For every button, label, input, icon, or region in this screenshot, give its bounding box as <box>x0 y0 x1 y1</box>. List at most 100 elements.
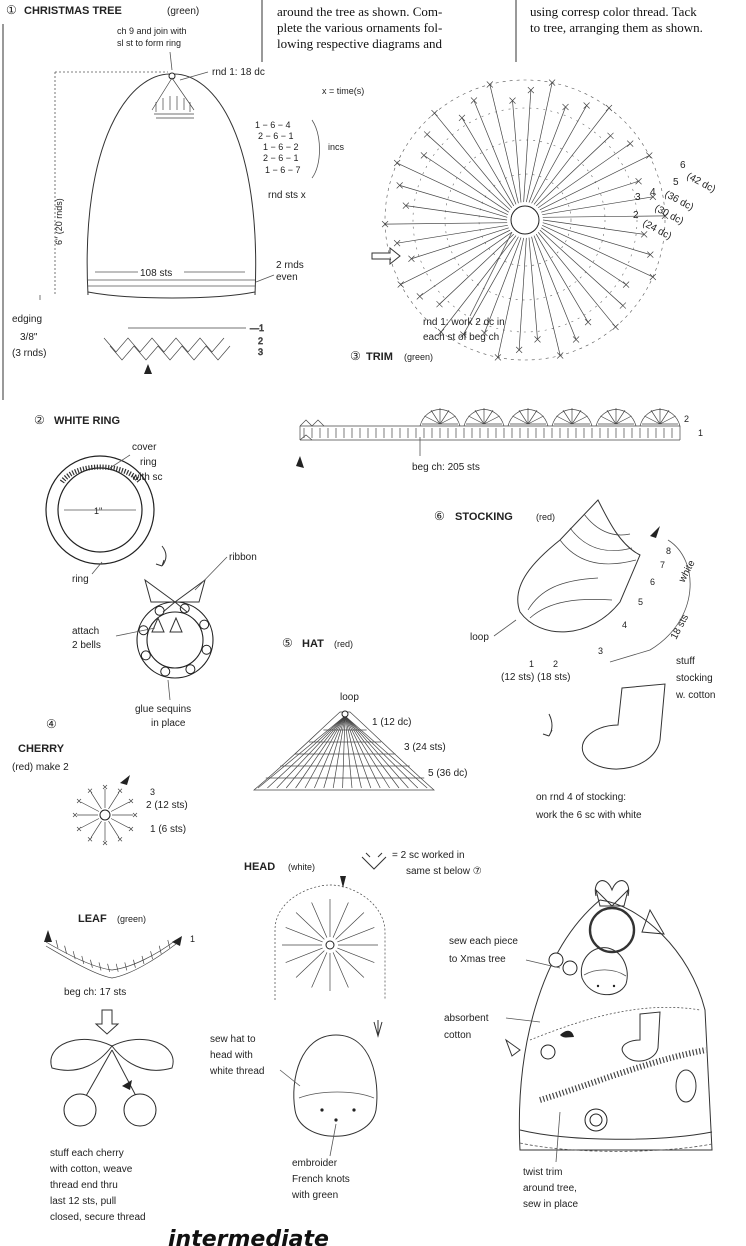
svg-text:twist trim: twist trim <box>523 1167 562 1178</box>
down-arrow-icon-2 <box>94 1009 120 1035</box>
increase-table: 1 − 6 − 4 2 − 6 − 1 1 − 6 − 2 2 − 6 − 1 … <box>255 119 345 201</box>
svg-text:2 − 6 − 1: 2 − 6 − 1 <box>263 153 299 163</box>
instructions-line-3: lowing respective diagrams and <box>277 36 442 51</box>
svg-text:4: 4 <box>622 620 627 630</box>
svg-text:8: 8 <box>666 546 671 556</box>
even-rnds-1: 2 rnds <box>276 260 304 271</box>
svg-text:1 − 6 − 4: 1 − 6 − 4 <box>255 120 291 130</box>
trim-begch-label: beg ch: 205 sts <box>412 462 480 473</box>
hat-title: HAT <box>302 638 324 650</box>
christmas-tree-color: (green) <box>167 6 199 17</box>
edging-label-3: (3 rnds) <box>12 348 46 359</box>
svg-text:3 (24 sts): 3 (24 sts) <box>404 742 446 753</box>
hat-loop-label: loop <box>340 692 359 703</box>
leaf-begch-label: beg ch: 17 sts <box>64 987 126 998</box>
svg-text:cover: cover <box>132 442 157 453</box>
rnd1-label: rnd 1: 18 dc <box>212 67 265 78</box>
svg-text:absorbent: absorbent <box>444 1013 489 1024</box>
svg-text:2: 2 <box>258 336 263 346</box>
white-ring-section: ② WHITE RING 1" cover ring with sc ring … <box>34 413 257 729</box>
round-4-label: 4 <box>650 187 656 198</box>
svg-text:in place: in place <box>151 718 186 729</box>
white-label: white <box>676 558 697 585</box>
svg-text:(red): (red) <box>334 639 353 649</box>
section-number-1: ① <box>6 3 17 17</box>
svg-text:(red): (red) <box>536 512 555 522</box>
svg-text:—1: —1 <box>250 323 264 333</box>
bells-icon <box>151 616 183 633</box>
svg-text:white thread: white thread <box>209 1066 264 1077</box>
svg-text:same st below ⑦: same st below ⑦ <box>406 866 482 877</box>
svg-text:2: 2 <box>553 659 558 669</box>
svg-text:w. cotton: w. cotton <box>675 690 715 701</box>
svg-text:2 (12 sts): 2 (12 sts) <box>146 800 188 811</box>
svg-text:1 − 6 − 2: 1 − 6 − 2 <box>263 142 299 152</box>
height-label: 6" (20 rnds) <box>54 198 64 245</box>
svg-text:sew hat to: sew hat to <box>210 1034 256 1045</box>
svg-text:sew each piece: sew each piece <box>449 936 518 947</box>
svg-text:5: 5 <box>638 597 643 607</box>
svg-text:thread end thru: thread end thru <box>50 1180 118 1191</box>
svg-text:on rnd 4 of stocking:: on rnd 4 of stocking: <box>536 792 626 803</box>
stocking-arrow-icon <box>650 526 660 538</box>
down-arrow-icon <box>373 1020 383 1038</box>
svg-text:embroider: embroider <box>292 1158 338 1169</box>
head-shape-icon <box>293 1034 378 1137</box>
stuffed-stocking-icon <box>581 683 666 770</box>
svg-text:2 − 6 − 1: 2 − 6 − 1 <box>258 131 294 141</box>
svg-text:3: 3 <box>150 787 155 797</box>
svg-text:2 bells: 2 bells <box>72 640 101 651</box>
times-legend: x = time(s) <box>322 86 364 96</box>
svg-text:7: 7 <box>660 560 665 570</box>
stocking-title: STOCKING <box>455 511 513 523</box>
svg-text:6: 6 <box>650 577 655 587</box>
white-ring-title: WHITE RING <box>54 415 120 427</box>
round-6-label: 6 <box>680 160 686 171</box>
stocking-18sts-label: 18 sts <box>669 613 691 642</box>
header: ① CHRISTMAS TREE (green) around the tree… <box>6 0 703 62</box>
circle-rnd1-label-2: each st of beg ch <box>423 332 499 343</box>
leaf-title: LEAF <box>78 913 107 925</box>
instructions-line-2: plete the various ornaments fol- <box>277 20 442 35</box>
svg-text:(white): (white) <box>288 862 315 872</box>
svg-text:1 − 6 − 7: 1 − 6 − 7 <box>265 165 301 175</box>
head-arrow-icon <box>340 876 346 888</box>
curved-arrow-icon-2 <box>542 713 553 737</box>
svg-text:French knots: French knots <box>292 1174 350 1185</box>
start-arrow-icon <box>296 456 304 468</box>
cherry-left-icon <box>63 1093 97 1127</box>
even-rnds-2: even <box>276 272 298 283</box>
edging-label-1: edging <box>12 314 42 325</box>
svg-text:(red) make 2: (red) make 2 <box>12 762 69 773</box>
ch9-label-2: sl st to form ring <box>117 38 181 48</box>
ring-label: ring <box>72 574 89 585</box>
hat-section: ⑤ HAT (red) loop 1 (12 dc) 3 (24 sts) 5 … <box>253 636 467 791</box>
head-title: HEAD <box>244 861 275 873</box>
svg-text:attach: attach <box>72 626 99 637</box>
svg-text:cotton: cotton <box>444 1030 471 1041</box>
circle-rounds-chart: 6 5 4 3 2 (42 dc) (36 dc) (30 dc) (24 dc… <box>381 79 717 361</box>
svg-text:3: 3 <box>258 347 263 357</box>
svg-text:incs: incs <box>328 142 345 152</box>
svg-text:closed, secure thread: closed, secure thread <box>50 1212 146 1223</box>
svg-text:④: ④ <box>46 717 57 731</box>
round-5-label: 5 <box>673 177 679 188</box>
ribbon-bow-icon <box>144 578 206 603</box>
svg-text:with cotton, weave: with cotton, weave <box>49 1164 133 1175</box>
stocking-section: ⑥ STOCKING (red) 8 7 6 5 4 3 white 18 st… <box>434 499 715 821</box>
count-24-label: (24 dc) <box>641 218 674 242</box>
svg-text:③: ③ <box>350 349 361 363</box>
edging-label-2: 3/8" <box>20 332 38 343</box>
instructions-line-4: using corresp color thread. Tack <box>530 4 697 19</box>
svg-text:with sc: with sc <box>131 472 163 483</box>
rnd-sts-x-label: rnd sts x <box>268 190 306 201</box>
svg-text:1: 1 <box>698 428 703 438</box>
svg-text:5 (36 dc): 5 (36 dc) <box>428 768 467 779</box>
svg-text:with green: with green <box>291 1190 338 1201</box>
christmas-tree-title: CHRISTMAS TREE <box>24 5 122 17</box>
trim-section: ③ TRIM (green) 2 1 beg ch: 205 sts <box>296 349 703 473</box>
svg-text:②: ② <box>34 413 45 427</box>
svg-text:= 2 sc worked in: = 2 sc worked in <box>392 850 465 861</box>
svg-text:work the 6 sc with white: work the 6 sc with white <box>535 810 642 821</box>
